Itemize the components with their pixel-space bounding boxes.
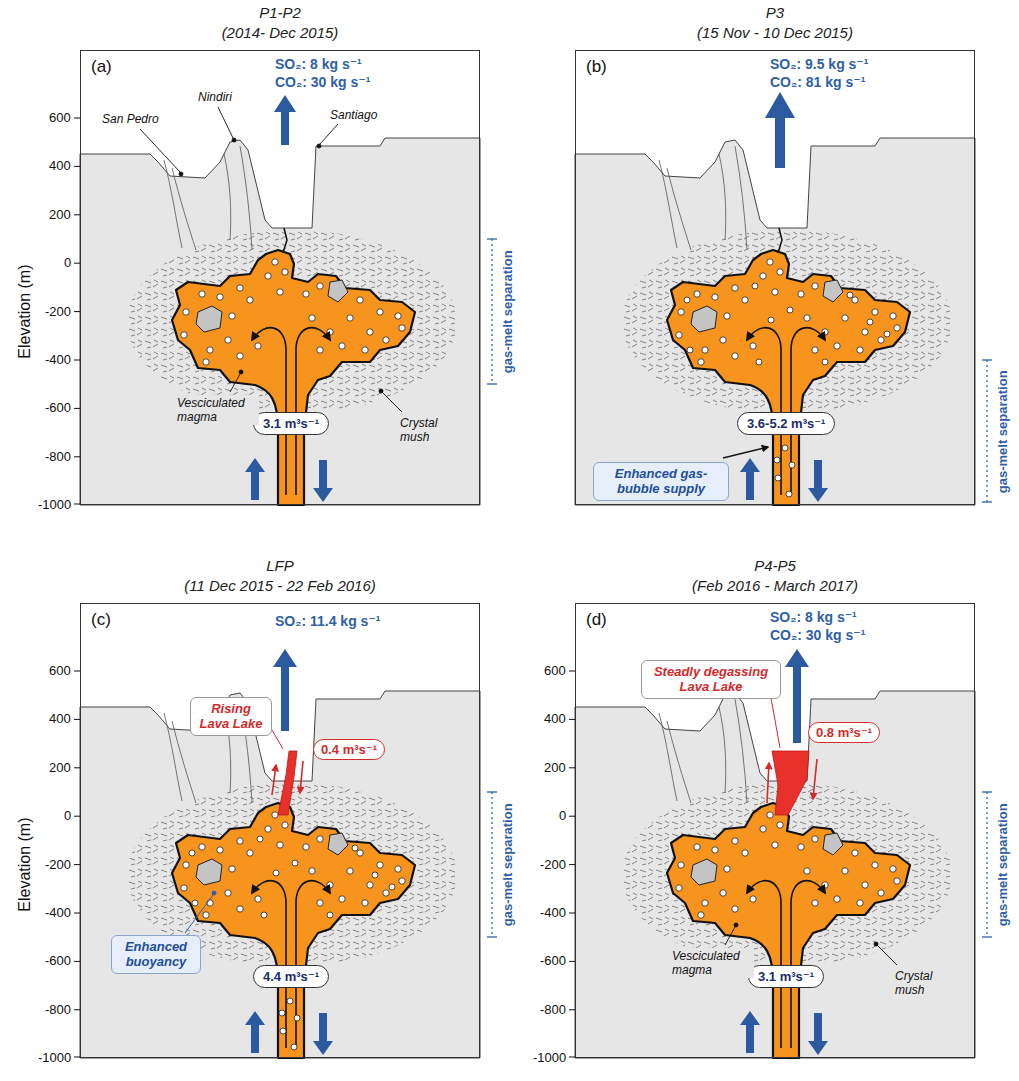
gas-flux-label: SO₂: 9.5 kg s⁻¹ bbox=[770, 56, 868, 73]
axis-tick-label: 400 bbox=[544, 711, 566, 727]
axis-tick-label: -1000 bbox=[38, 497, 71, 513]
axis-tick-label: -400 bbox=[45, 352, 71, 368]
callout-box: Steadly degassing Lava Lake bbox=[641, 660, 781, 699]
axis-tick-label: 600 bbox=[49, 110, 71, 126]
panel-dates: (2014- Dec 2015) bbox=[41, 24, 519, 41]
box-text: Steadly degassing Lava Lake bbox=[648, 664, 774, 695]
axis-tick-label: 0 bbox=[559, 808, 566, 824]
box-text: Enhanced buoyancy bbox=[118, 939, 194, 970]
lava-flow-rate-bubble: 0.8 m³s⁻¹ bbox=[808, 722, 880, 743]
axis-tick-label: -200 bbox=[540, 857, 566, 873]
box-text: 3.1 m³s⁻¹ bbox=[263, 416, 319, 431]
panel-b-drawing bbox=[575, 50, 992, 505]
box-text: 4.4 m³s⁻¹ bbox=[263, 969, 319, 984]
panel-period: P4-P5 bbox=[536, 557, 1014, 574]
axis-title: Elevation (m) bbox=[15, 264, 34, 358]
panel-dates: (11 Dec 2015 - 22 Feb 2016) bbox=[41, 577, 519, 594]
panel-a-drawing bbox=[74, 50, 497, 505]
axis-tick-label: 400 bbox=[49, 158, 71, 174]
axis-tick-label: -400 bbox=[540, 905, 566, 921]
axis-tick-label: -1000 bbox=[533, 1050, 566, 1066]
panel-period: LFP bbox=[41, 557, 519, 574]
callout-box: Enhanced gas-bubble supply bbox=[593, 462, 729, 501]
gas-flux-label: SO₂: 8 kg s⁻¹ bbox=[770, 609, 857, 626]
flow-rate-bubble: 3.6-5.2 m³s⁻¹ bbox=[737, 412, 835, 435]
bracket-label: gas-melt separation bbox=[994, 370, 1010, 493]
axis-tick-label: -200 bbox=[45, 304, 71, 320]
box-text: Rising Lava Lake bbox=[197, 701, 265, 732]
flow-rate-bubble: 4.4 m³s⁻¹ bbox=[253, 965, 329, 988]
gas-flux-label: SO₂: 8 kg s⁻¹ bbox=[275, 56, 362, 73]
panel-period: P1-P2 bbox=[41, 4, 519, 21]
bracket-label: gas-melt separation bbox=[994, 803, 1010, 926]
axis-tick-label: -800 bbox=[45, 1002, 71, 1018]
annotation-label: Crystal mush bbox=[893, 968, 949, 999]
gas-flux-label: SO₂: 11.4 kg s⁻¹ bbox=[275, 613, 380, 630]
panel-letter: (d) bbox=[586, 610, 607, 630]
axis-tick-label: 0 bbox=[64, 808, 71, 824]
box-text: 0.4 m³s⁻¹ bbox=[321, 742, 377, 757]
gas-flux-label: CO₂: 81 kg s⁻¹ bbox=[770, 74, 865, 91]
box-text: 3.6-5.2 m³s⁻¹ bbox=[747, 416, 825, 431]
callout-box: Enhanced buoyancy bbox=[111, 935, 201, 974]
axis-tick-label: 0 bbox=[64, 255, 71, 271]
crater-name: Nindiri bbox=[198, 90, 232, 104]
axis-tick-label: 200 bbox=[544, 760, 566, 776]
crater-name: San Pedro bbox=[102, 112, 159, 126]
panel-letter: (b) bbox=[586, 57, 607, 77]
panel-dates: (15 Nov - 10 Dec 2015) bbox=[536, 24, 1014, 41]
axis-tick-label: 600 bbox=[49, 663, 71, 679]
gas-flux-label: CO₂: 30 kg s⁻¹ bbox=[275, 74, 370, 91]
annotation-label: Crystal mush bbox=[398, 415, 454, 446]
gas-flux-label: CO₂: 30 kg s⁻¹ bbox=[770, 627, 865, 644]
panel-frame: LFP(11 Dec 2015 - 22 Feb 2016)(c)Rising … bbox=[80, 603, 480, 1058]
axis-tick-label: -400 bbox=[45, 905, 71, 921]
axis-tick-label: -600 bbox=[540, 953, 566, 969]
axis-tick-label: 200 bbox=[49, 760, 71, 776]
lava-flow-rate-bubble: 0.4 m³s⁻¹ bbox=[313, 739, 385, 760]
annotation-label: Vesciculated magma bbox=[670, 948, 754, 979]
flow-rate-bubble: 3.1 m³s⁻¹ bbox=[253, 412, 329, 435]
panel-frame: P3(15 Nov - 10 Dec 2015)(b)3.6-5.2 m³s⁻¹… bbox=[575, 50, 975, 505]
flow-rate-bubble: 3.1 m³s⁻¹ bbox=[748, 965, 824, 988]
axis-tick-label: -200 bbox=[45, 857, 71, 873]
bracket-label: gas-melt separation bbox=[499, 803, 515, 926]
axis-title: Elevation (m) bbox=[15, 817, 34, 911]
panel-c-drawing bbox=[74, 603, 497, 1058]
annotation-label: Vesciculated magma bbox=[175, 395, 259, 426]
axis-tick-label: -600 bbox=[45, 400, 71, 416]
box-text: 0.8 m³s⁻¹ bbox=[816, 725, 872, 740]
panel-dates: (Feb 2016 - March 2017) bbox=[536, 577, 1014, 594]
bracket-label: gas-melt separation bbox=[499, 250, 515, 373]
axis-tick-label: 200 bbox=[49, 207, 71, 223]
axis-tick-label: -800 bbox=[540, 1002, 566, 1018]
panel-letter: (a) bbox=[91, 57, 112, 77]
axis-tick-label: -600 bbox=[45, 953, 71, 969]
crater-name: Santiago bbox=[330, 108, 377, 122]
panel-period: P3 bbox=[536, 4, 1014, 21]
axis-tick-label: -800 bbox=[45, 449, 71, 465]
panel-d-drawing bbox=[569, 603, 992, 1058]
callout-box: Rising Lava Lake bbox=[190, 697, 272, 736]
axis-tick-label: 600 bbox=[544, 663, 566, 679]
box-text: 3.1 m³s⁻¹ bbox=[758, 969, 814, 984]
axis-tick-label: -1000 bbox=[38, 1050, 71, 1066]
panel-letter: (c) bbox=[91, 610, 111, 630]
axis-tick-label: 400 bbox=[49, 711, 71, 727]
box-text: Enhanced gas-bubble supply bbox=[600, 466, 722, 497]
